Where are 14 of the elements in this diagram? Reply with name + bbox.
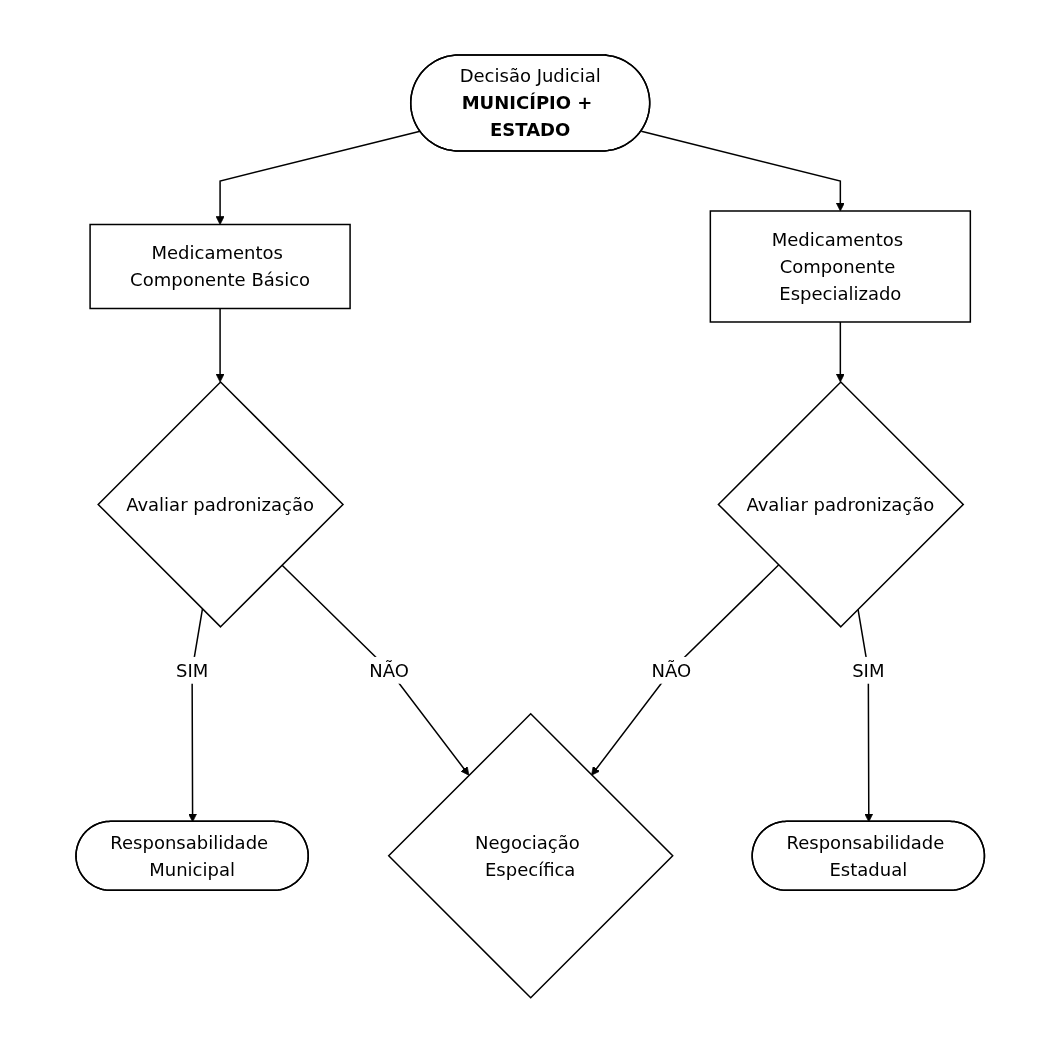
edge-label: NÃO [651,659,692,681]
edge-label: SIM [852,659,885,681]
edge-label: SIM [176,659,209,681]
arrow [281,564,470,776]
node-diamond: Negociação Específica [387,712,675,999]
arrow [640,130,845,212]
arrow [215,307,225,383]
node-box: Medicamentos Componente Básico [89,223,352,310]
edge-label: NÃO [369,659,410,681]
arrow [591,564,780,776]
node-diamond: Avaliar padronização [717,381,965,628]
node-diamond: Avaliar padronização [97,381,345,628]
node-box: Medicamentos Componente Especializado [709,210,972,323]
arrow [836,321,845,383]
